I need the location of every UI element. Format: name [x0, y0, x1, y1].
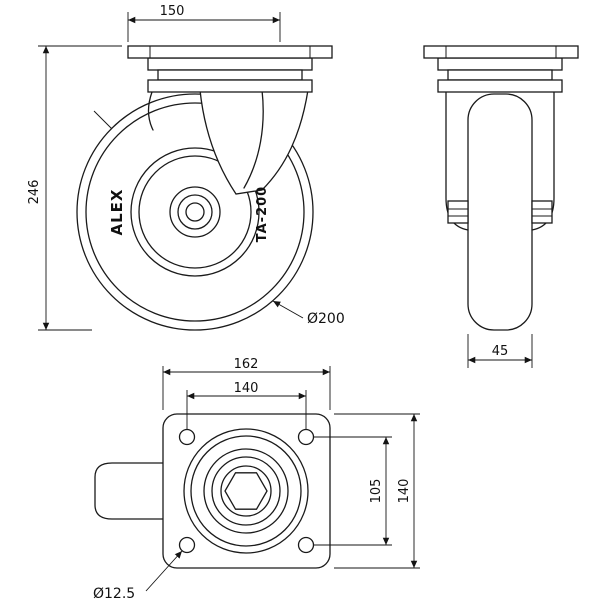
swivel-ring-outer: [183, 428, 309, 554]
top-plate-side: [423, 45, 579, 59]
swivel-race-bottom-side: [437, 79, 563, 93]
front-view: ALEX TA-200 150 246 Ø200: [27, 4, 345, 331]
wheel-hub-outer-circle: [130, 147, 260, 277]
rim-leader-line: [93, 110, 113, 130]
dim-150-label: 150: [160, 4, 185, 19]
wheel-boss-plan: [94, 462, 166, 520]
side-view: 45: [423, 45, 579, 368]
axle-ring-circle: [169, 186, 221, 238]
bolt-hole-bottom-right: [297, 536, 315, 554]
wheel-diameter-leader-line: [272, 300, 304, 319]
axle-nut-right: [531, 200, 553, 224]
swivel-race-middle-side: [447, 69, 553, 81]
dim-162-label: 162: [234, 357, 259, 372]
swivel-ring-3: [203, 448, 289, 534]
swivel-race-bottom: [147, 79, 313, 93]
swivel-race-middle: [157, 69, 303, 81]
bolt-hole-bottom-left: [178, 536, 196, 554]
bolt-hole-diameter-leader-line: [145, 550, 183, 592]
wheel-model-label: TA-200: [255, 186, 270, 242]
swivel-race-top: [147, 57, 313, 71]
wheel-diameter-label: Ø200: [307, 311, 345, 327]
wheel-brand-label: ALEX: [108, 189, 126, 236]
wheel-tread-circle: [85, 102, 305, 322]
bolt-hole-diameter-label: Ø12.5: [93, 586, 135, 602]
dim-45-label: 45: [492, 344, 509, 359]
kingpin-hex-nut: [224, 472, 268, 510]
fork-leg-edge-line: [243, 89, 264, 189]
top-plate-front: [127, 45, 333, 59]
dim-246-label: 246: [27, 180, 42, 205]
swivel-ring-4: [211, 456, 281, 526]
axle-bolt-circle: [185, 202, 205, 222]
swivel-ring-2: [190, 435, 302, 547]
fork-leg: [199, 89, 309, 195]
wheel-outer-circle: [76, 93, 314, 331]
dim-140x-label: 140: [234, 381, 259, 396]
wheel-side-profile: [467, 93, 533, 331]
dim-105-label: 105: [369, 479, 384, 504]
wheel-hub-inner-circle: [138, 155, 252, 269]
swivel-race-top-side: [437, 57, 563, 71]
kingpin-circle: [220, 465, 272, 517]
mounting-plate-plan: [162, 413, 331, 569]
dim-140y-label: 140: [397, 479, 412, 504]
fork-shoulder-line: [147, 91, 154, 131]
axle-washer-circle: [177, 194, 213, 230]
axle-nut-left: [447, 200, 469, 224]
plan-view: 162 140 105 140 Ø12.5: [93, 357, 420, 602]
bolt-hole-top-left: [178, 428, 196, 446]
bolt-hole-top-right: [297, 428, 315, 446]
